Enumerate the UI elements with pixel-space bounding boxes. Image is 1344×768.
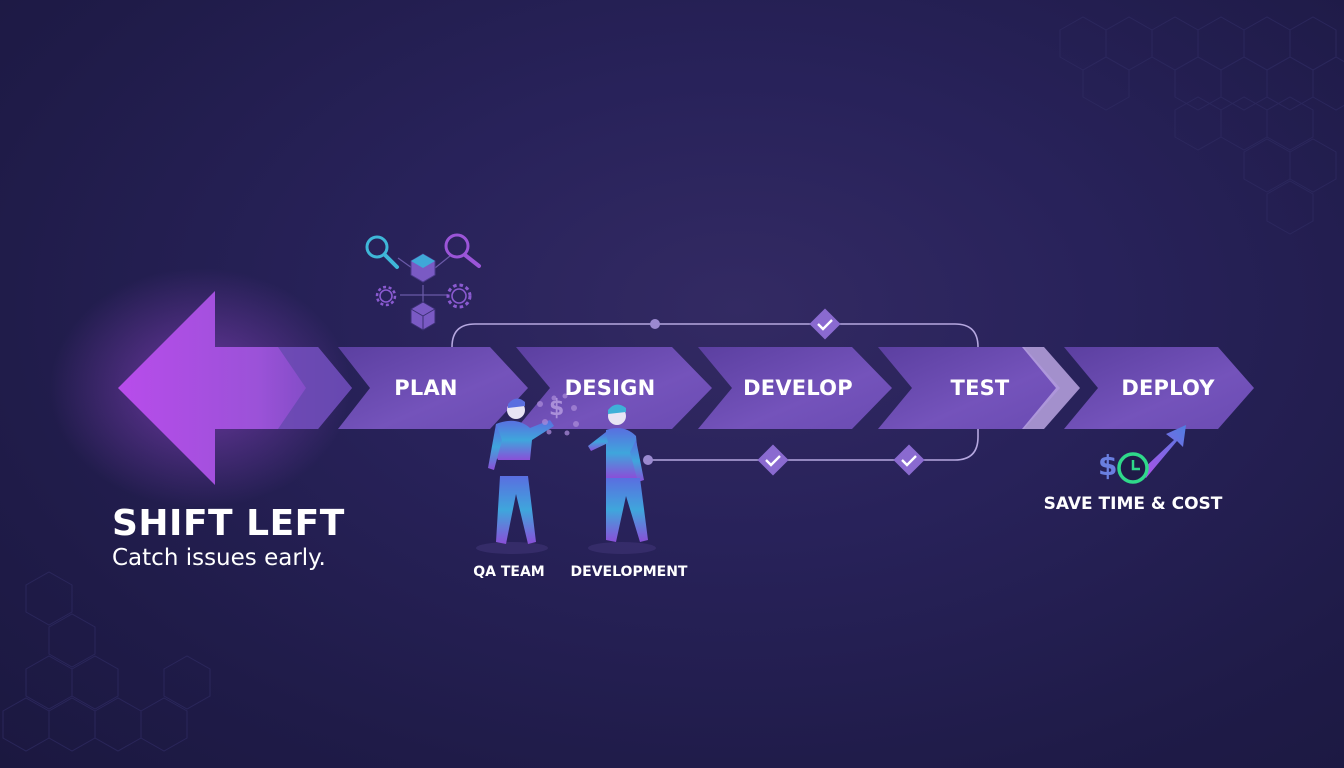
stage-label-deploy: DEPLOY	[1121, 376, 1215, 400]
clock-icon	[1117, 452, 1149, 484]
stage-chevron-develop	[698, 347, 892, 429]
magnifier-icon	[365, 235, 399, 269]
stage-chevron-design	[516, 347, 712, 429]
trend-up-arrow-icon	[1140, 425, 1186, 478]
stage-label-develop: DEVELOP	[743, 376, 853, 400]
checkpoint-icon	[893, 444, 925, 476]
stage-label-design: DESIGN	[564, 376, 656, 400]
stage-chevron-plan	[338, 347, 528, 429]
qa-team-label: QA TEAM	[473, 564, 545, 580]
shift-left-arrow-icon	[118, 291, 352, 485]
cube-icon	[410, 301, 436, 331]
checkpoint-icon	[809, 308, 841, 340]
dollar-icon: $	[1098, 449, 1118, 482]
analysis-icon-cluster	[365, 233, 481, 331]
dollar-coin-icon: $	[549, 396, 565, 421]
magnifier-icon	[444, 233, 481, 268]
stage-chevron-test	[878, 347, 1060, 429]
stage-label-test: TEST	[950, 376, 1010, 400]
benefit-label: SAVE TIME & COST	[1043, 494, 1223, 514]
checkpoint-icon	[757, 444, 789, 476]
stage-label-plan: PLAN	[394, 376, 458, 400]
developer-person-icon	[588, 404, 656, 554]
stage-chevron-deploy	[1064, 347, 1254, 429]
headline-subtitle: Catch issues early.	[112, 545, 326, 571]
headline-title: SHIFT LEFT	[112, 503, 345, 544]
gear-icon	[375, 285, 397, 307]
gear-icon	[446, 283, 472, 309]
cube-icon	[410, 253, 436, 283]
qa-team-person-icon	[476, 398, 554, 554]
development-label: DEVELOPMENT	[570, 564, 688, 580]
